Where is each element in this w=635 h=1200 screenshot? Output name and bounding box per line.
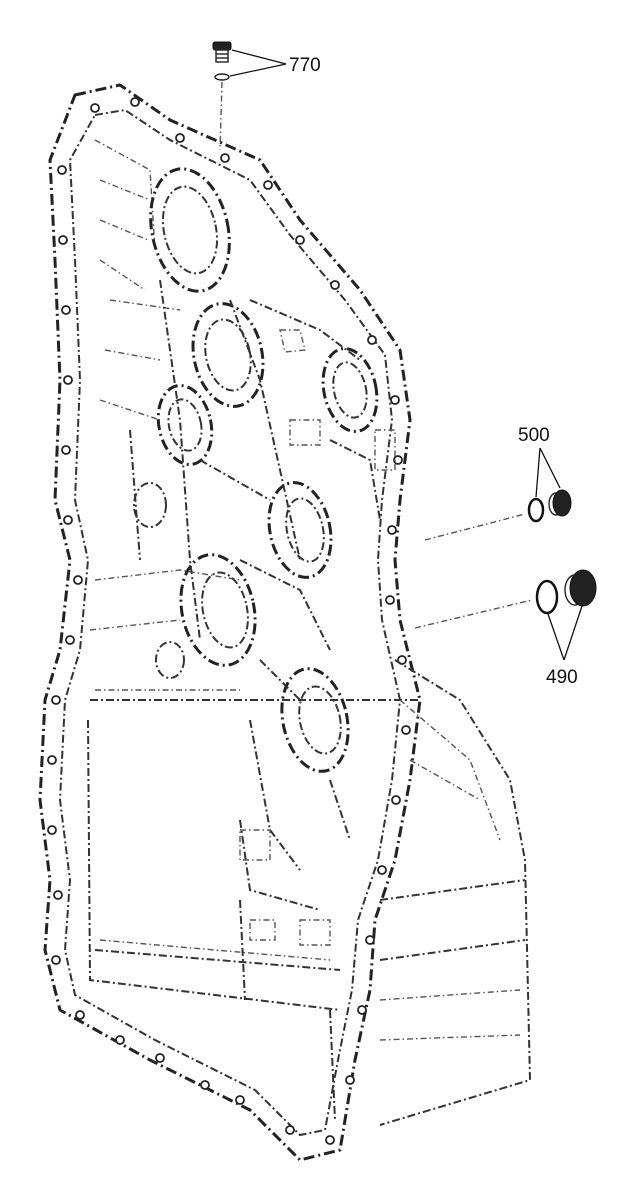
housing-front-flange-outer	[38, 83, 422, 1162]
housing-lower-box	[87, 659, 532, 1126]
housing-lower-box-details	[99, 699, 521, 1041]
bearing-bores	[133, 167, 379, 773]
transmission-housing	[38, 83, 532, 1162]
callout-770: 770	[289, 55, 321, 76]
part-490-plug	[414, 569, 597, 629]
part-500-plug	[424, 489, 572, 541]
callout-770-leaders	[229, 49, 287, 77]
callout-500: 500	[518, 425, 550, 446]
callout-490-leaders	[547, 605, 583, 661]
callout-490: 490	[546, 667, 578, 688]
callout-500-leaders	[535, 447, 561, 498]
housing-upper-ribs	[89, 139, 241, 691]
housing-front-flange-inner	[58, 108, 402, 1137]
part-770-breather	[212, 41, 232, 151]
housing-internal-webs	[129, 279, 381, 911]
flange-bolt-holes	[47, 97, 411, 1145]
housing-small-details	[239, 329, 396, 946]
